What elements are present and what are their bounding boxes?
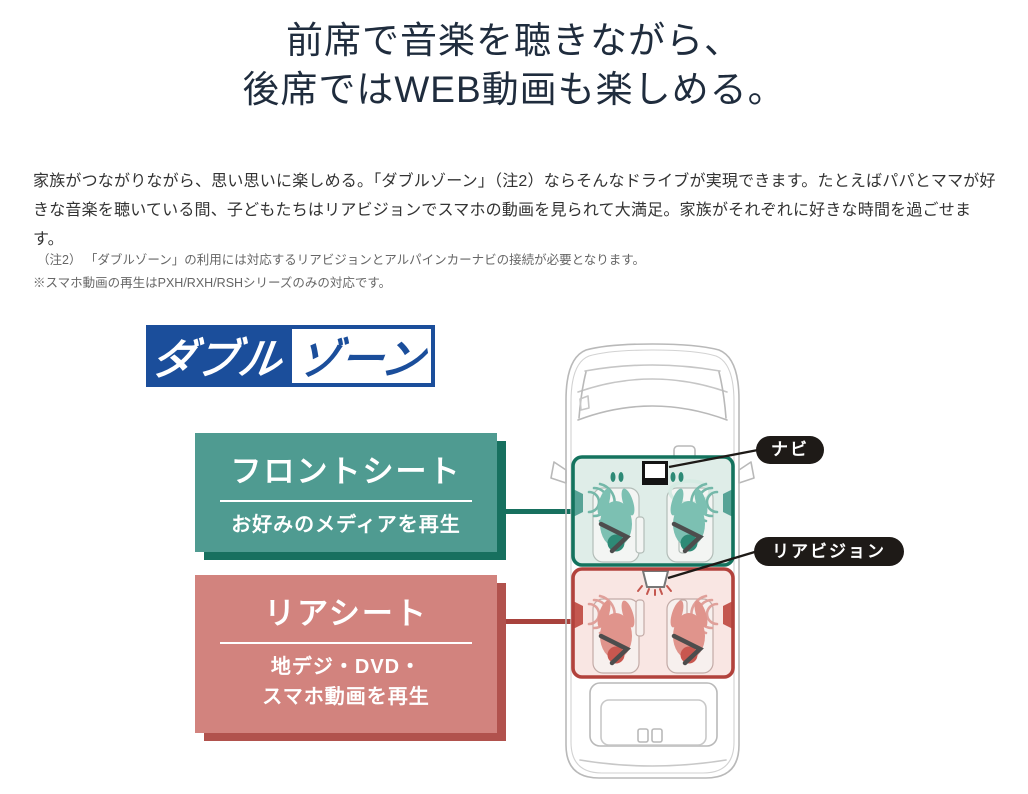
front-speaker-icons [573,489,733,517]
front-seatbelts [598,521,704,554]
navi-unit [642,461,668,485]
rear-seat-panel-title: リアシート [264,596,428,631]
cargo-area [589,682,718,747]
rear-seat-panel: リアシート 地デジ・DVD・ スマホ動画を再生 [195,575,497,733]
car-body-outline [550,343,755,779]
footnote-2: ※スマホ動画の再生はPXH/RXH/RSHシリーズのみの対応です。 [33,276,392,290]
front-zone-area [573,457,733,565]
footnote-1: （注2） 「ダブルゾーン」の利用には対応するリアビジョンとアルパインカーナビの接… [37,253,646,267]
rear-vision-unit [641,570,670,588]
label-leader-lines [667,448,759,580]
page-title-line2: 後席ではWEB動画も楽しめる。 [242,69,786,110]
front-zone-border [571,455,735,567]
logo-double: ダブル [146,325,288,387]
rear-vision-label: リアビジョン [754,537,904,566]
double-zone-logo: ダブル ゾーン [146,325,435,387]
front-seats-group [573,461,733,563]
front-panel-divider [220,500,472,502]
navi-label: ナビ [756,436,824,464]
front-seat-panel-title: フロントシート [230,454,462,489]
rear-speaker-icons [573,601,733,629]
rear-zone-area [573,569,733,677]
front-occupants [597,472,708,554]
front-seat-panel: フロントシート お好みのメディアを再生 [195,433,497,552]
right-side-mirror [738,461,755,484]
rear-seats-group [573,570,733,674]
page-title-line1: 前席で音楽を聴きながら、 [286,20,742,61]
rear-seat-panel-subtitle-1: 地デジ・DVD・ [270,656,422,678]
rearview-mirror-pod [673,445,696,462]
rear-zone-border [571,567,735,679]
front-zone-connector-line [498,509,578,514]
navi-leader-line [668,448,759,469]
left-side-mirror [550,461,567,484]
rear-seat-panel-subtitle-2: スマホ動画を再生 [262,686,430,708]
intro-paragraph: 家族がつながりながら、思い思いに楽しめる。「ダブルゾーン」（注2）ならそんなドラ… [33,173,996,248]
logo-zone: ゾーン [288,325,435,387]
rear-zone-connector-line [498,619,578,624]
footnotes: （注2） 「ダブルゾーン」の利用には対応するリアビジョンとアルパインカーナビの接… [33,249,646,295]
page-title: 前席で音楽を聴きながら、 後席ではWEB動画も楽しめる。 [0,16,1028,114]
rear-sound-waves [587,594,719,635]
front-sound-waves [587,482,719,523]
rear-vision-sparkles [637,585,672,596]
rear-seatbelts [598,633,704,666]
steering-wheel-ring [668,479,712,505]
front-seat-panel-subtitle: お好みのメディアを再生 [231,514,461,536]
rear-occupants [597,600,708,666]
rear-panel-divider [220,642,472,644]
rear-vision-leader-line [667,549,759,580]
